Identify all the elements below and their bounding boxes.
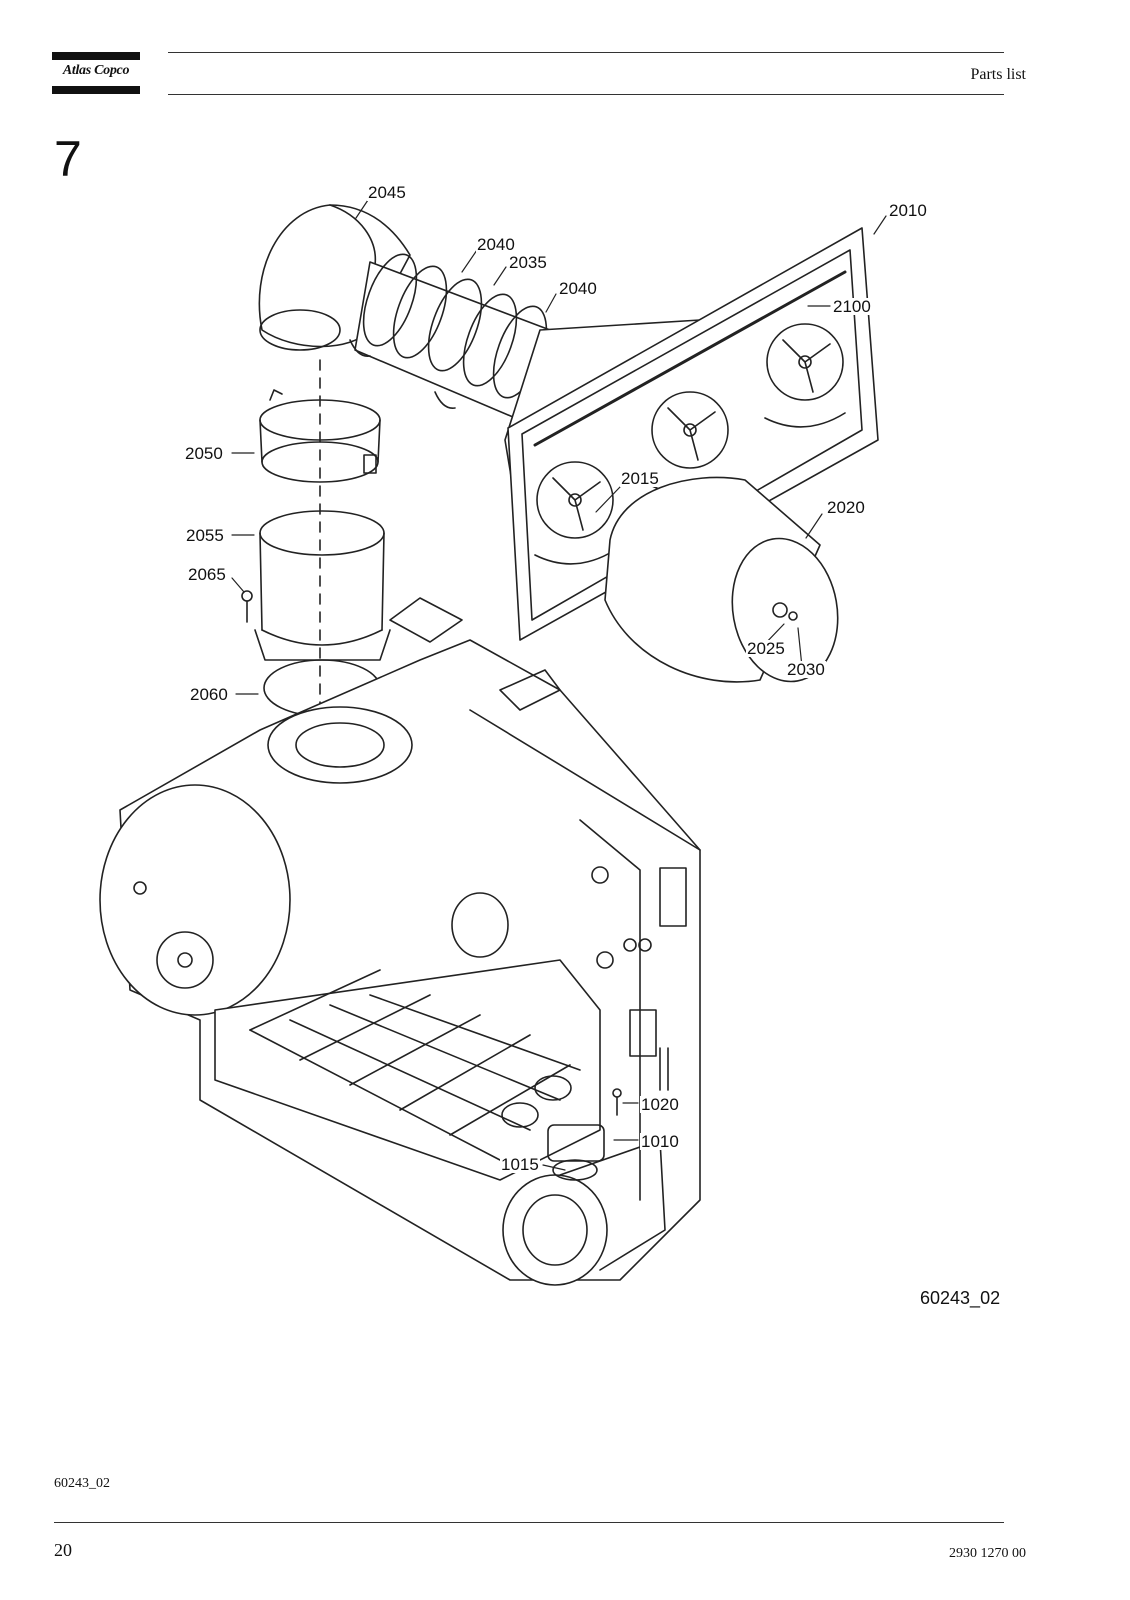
logo-bar-bottom: [52, 86, 140, 94]
footer-figure-reference: 60243_02: [54, 1476, 110, 1491]
callout-2040-upper: 2040: [476, 235, 516, 254]
callout-2050: 2050: [184, 444, 224, 463]
callout-2100: 2100: [832, 297, 872, 316]
figure-reference: 60243_02: [920, 1288, 1001, 1308]
bolt-2065: [241, 590, 253, 623]
callout-2045: 2045: [367, 183, 407, 202]
atlas-copco-logo: Atlas Copco: [52, 52, 140, 94]
callout-2030: 2030: [786, 660, 826, 679]
callout-2040-lower: 2040: [558, 279, 598, 298]
callout-1015: 1015: [500, 1155, 540, 1174]
header-rule-bottom: [168, 94, 1004, 95]
callout-1020: 1020: [640, 1095, 680, 1114]
filter-panel-2010: [507, 227, 879, 641]
document-number: 2930 1270 00: [949, 1546, 1026, 1561]
logo-bar-top: [52, 52, 140, 60]
header-rule-top: [168, 52, 1004, 53]
footer-rule: [54, 1522, 1004, 1523]
header-title: Parts list: [970, 66, 1026, 83]
callout-1010: 1010: [640, 1132, 680, 1151]
callout-2035: 2035: [508, 253, 548, 272]
outlet-flange: [501, 1075, 666, 1286]
hose-assembly: [349, 253, 551, 421]
filter-element-2020: [604, 476, 839, 683]
leader-lines: [231, 199, 887, 1171]
bolt-1020: [612, 1088, 622, 1116]
section-number: 7: [54, 131, 82, 187]
logo-wordmark: Atlas Copco: [62, 63, 130, 78]
page-number: 20: [54, 1540, 72, 1560]
cooler-grid: [214, 959, 601, 1181]
callout-2015: 2015: [620, 469, 660, 488]
callout-2020: 2020: [826, 498, 866, 517]
sleeve-2055: [254, 510, 391, 661]
callout-2025: 2025: [746, 639, 786, 658]
callout-2055: 2055: [185, 526, 225, 545]
callout-2060: 2060: [189, 685, 229, 704]
callout-2010: 2010: [888, 201, 928, 220]
callout-2065: 2065: [187, 565, 227, 584]
